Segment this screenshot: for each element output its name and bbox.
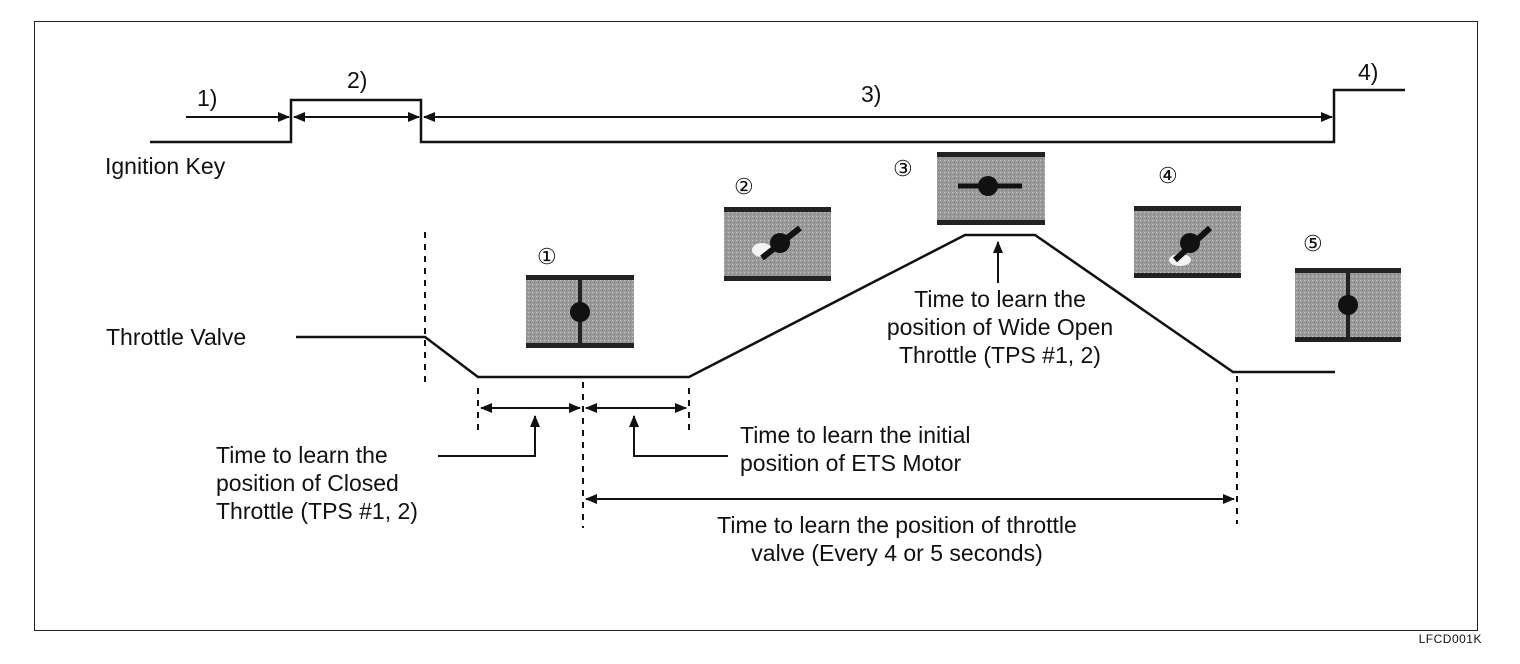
closed-throttle-line-3: Throttle (TPS #1, 2) xyxy=(216,498,418,524)
wide-open-line-3: Throttle (TPS #1, 2) xyxy=(899,342,1101,368)
throttle-valve-line-1: Time to learn the position of throttle xyxy=(717,512,1077,538)
throttle-valve-signal xyxy=(296,233,1335,379)
phase-1-label: 1) xyxy=(197,85,218,111)
closed-throttle-line-2: position of Closed xyxy=(216,470,399,496)
diagram-frame xyxy=(34,21,1478,631)
closed-throttle-annotation: Time to learn the position of Closed Thr… xyxy=(216,441,418,525)
interval-arrows xyxy=(480,403,1235,504)
pointer-arrows xyxy=(438,241,1003,457)
valve-closed-image-5 xyxy=(1295,268,1401,342)
position-number-3: ③ xyxy=(893,156,913,181)
closed-throttle-line-1: Time to learn the xyxy=(216,442,388,468)
wide-open-line-2: position of Wide Open xyxy=(886,314,1114,340)
phase-4-label: 4) xyxy=(1358,59,1379,85)
position-number-4: ④ xyxy=(1158,163,1178,188)
throttle-valve-line-2: valve (Every 4 or 5 seconds) xyxy=(751,540,1043,566)
wide-open-annotation: Time to learn the position of Wide Open … xyxy=(887,285,1113,369)
position-number-1: ① xyxy=(537,244,557,269)
throttle-valve-label: Throttle Valve xyxy=(106,324,247,350)
throttle-valve-annotation: Time to learn the position of throttle v… xyxy=(717,511,1077,567)
figure-code: LFCD001K xyxy=(1418,632,1482,646)
valve-wide-open-image-3 xyxy=(937,152,1045,225)
valve-closed-image-1 xyxy=(526,275,634,348)
ignition-key-signal xyxy=(150,88,1405,144)
ignition-key-label: Ignition Key xyxy=(105,153,226,179)
phase-3-label: 3) xyxy=(861,81,882,107)
time-markers xyxy=(424,232,1238,528)
position-number-2: ② xyxy=(734,174,754,199)
ets-motor-line-1: Time to learn the initial xyxy=(740,422,971,448)
valve-opening-image-2 xyxy=(724,207,831,281)
valve-closing-image-4 xyxy=(1134,206,1241,278)
wide-open-line-1: Time to learn the xyxy=(914,286,1086,312)
phase-2-label: 2) xyxy=(347,67,368,93)
position-number-5: ⑤ xyxy=(1303,231,1323,256)
ets-motor-annotation: Time to learn the initial position of ET… xyxy=(740,421,971,477)
ets-motor-line-2: position of ETS Motor xyxy=(740,450,962,476)
